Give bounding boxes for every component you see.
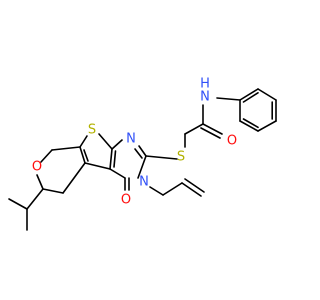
- atom-label-thioether-sulfur: S: [177, 150, 185, 165]
- bond: [42, 188, 64, 194]
- bond: [26, 188, 44, 210]
- bond: [242, 92, 259, 103]
- bond: [239, 88, 259, 101]
- atom-label-ring-nitrogen-allyl: N: [139, 175, 149, 190]
- bond: [216, 97, 241, 101]
- bond: [149, 186, 164, 196]
- bond: [257, 120, 277, 132]
- bond: [79, 135, 88, 148]
- bond: [109, 168, 126, 179]
- atom-label-ketone-oxygen: O: [121, 193, 131, 208]
- atom-label-thiophene-sulfur: S: [88, 123, 96, 138]
- bond: [137, 155, 147, 179]
- bond: [36, 174, 44, 190]
- chemical-structure-diagram: N H O S N N O S O: [0, 0, 300, 300]
- bond: [134, 148, 143, 159]
- bond: [62, 162, 86, 194]
- bond: [79, 146, 86, 164]
- bond: [145, 155, 178, 160]
- bond: [51, 146, 81, 151]
- atom-label-amide-oxygen: O: [227, 134, 237, 149]
- bond: [84, 162, 111, 170]
- bond: [242, 118, 259, 129]
- bond: [113, 150, 117, 168]
- bond: [181, 182, 202, 197]
- bond: [40, 149, 53, 163]
- bond: [111, 139, 123, 150]
- bonds: [8, 88, 277, 231]
- bond: [239, 120, 259, 132]
- bond: [184, 178, 205, 193]
- atom-label-nh-nitrogen: N: [200, 90, 210, 105]
- bond: [200, 127, 221, 139]
- atom-label-pyran-oxygen: O: [32, 160, 42, 175]
- bond: [138, 145, 147, 157]
- bond: [202, 123, 223, 135]
- bond: [257, 88, 277, 101]
- bond: [8, 198, 28, 210]
- bond: [109, 148, 113, 170]
- atom-label-nh-hydrogen: H: [200, 77, 210, 92]
- background: [0, 0, 300, 300]
- atom-labels: N H O S N N O S O: [32, 77, 237, 208]
- bond: [162, 182, 183, 196]
- atom-label-ring-nitrogen-top: N: [126, 132, 136, 147]
- bond: [83, 149, 89, 162]
- bond: [184, 123, 204, 135]
- bond: [98, 133, 113, 150]
